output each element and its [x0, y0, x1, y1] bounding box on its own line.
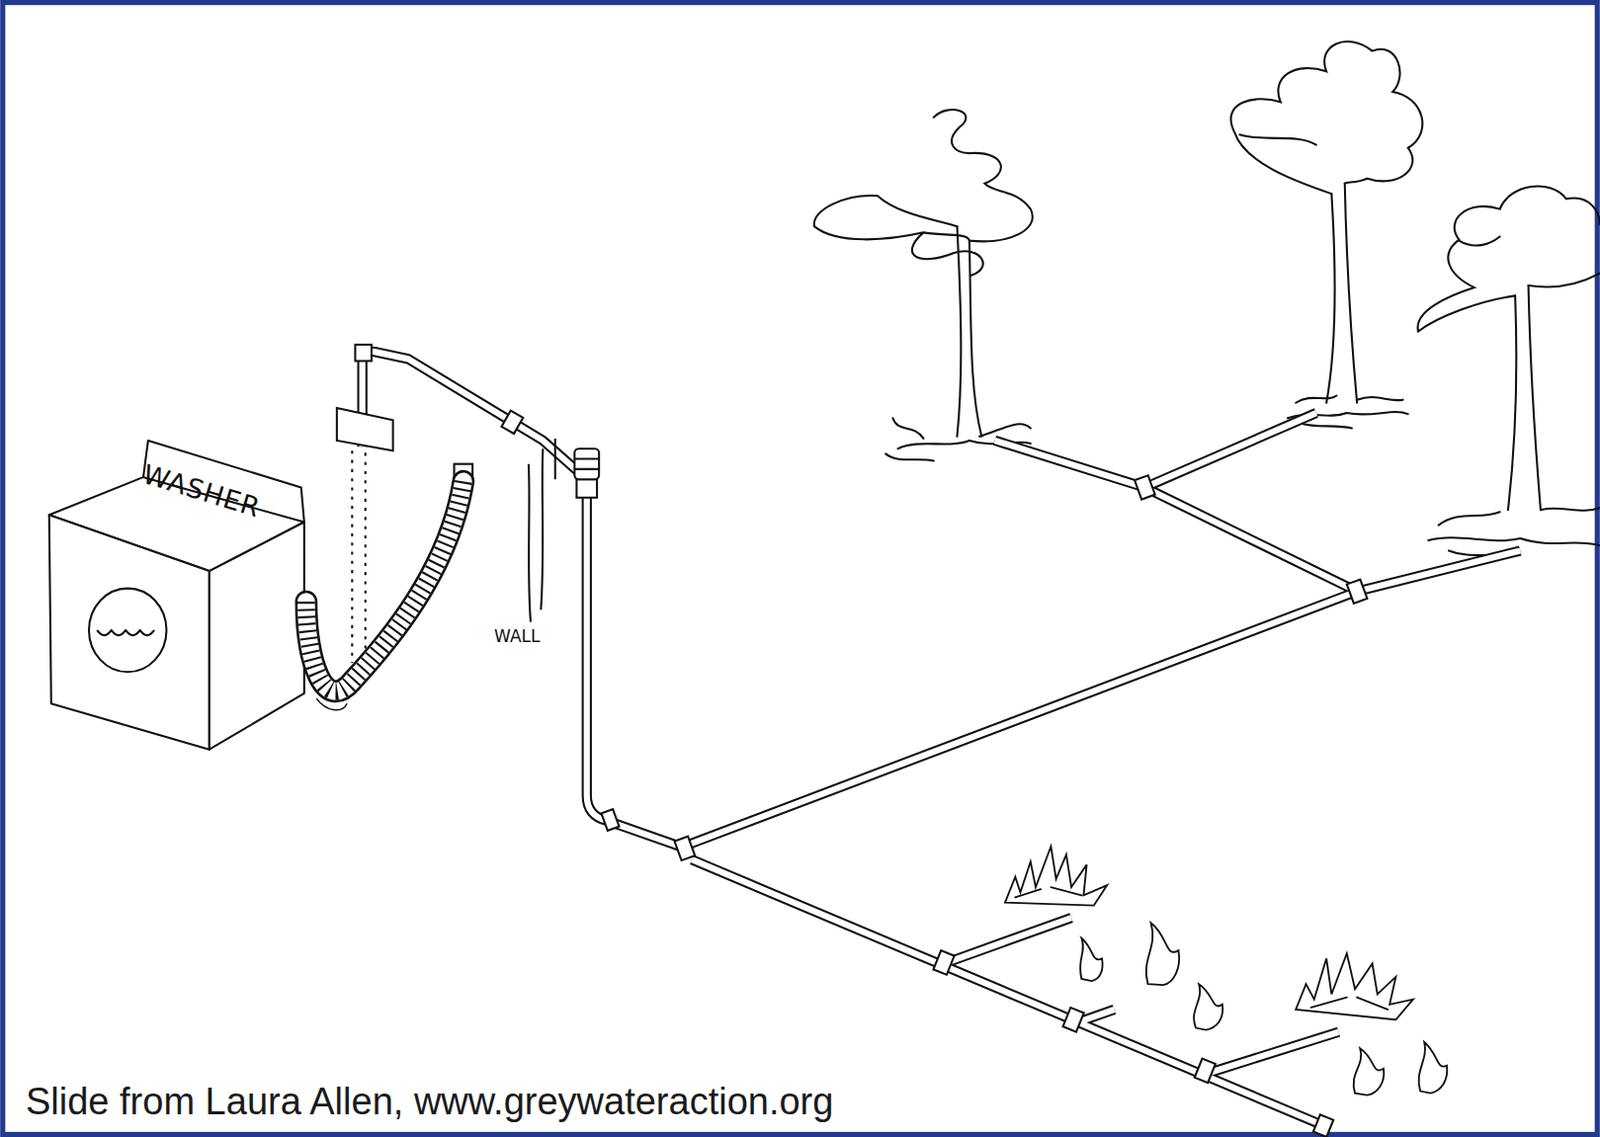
tree-trunk: [1326, 193, 1336, 404]
tee-fitting: [674, 837, 696, 861]
mulch: [1287, 396, 1409, 429]
tree-trunk: [956, 226, 961, 437]
washer-door: [88, 589, 167, 674]
hose-corrugation: [306, 481, 464, 692]
flame-plant: [1353, 1048, 1385, 1095]
hose-outline: [306, 481, 464, 692]
flame-plant: [1080, 938, 1103, 982]
slide-caption: Slide from Laura Allen, www.greywateract…: [25, 1081, 834, 1124]
wall-label: WALL: [494, 626, 540, 647]
washing-machine: [49, 440, 305, 751]
flame-plant: [1146, 923, 1179, 986]
coupling: [600, 809, 619, 832]
flame-plant: [1193, 984, 1223, 1030]
tee-fitting: [1347, 580, 1368, 604]
coupling: [501, 411, 523, 434]
tee-fitting: [1194, 1059, 1216, 1085]
valve-bands: [574, 459, 599, 470]
shrub: [1295, 953, 1414, 1020]
washer-side: [209, 522, 305, 751]
wall-box: [336, 408, 394, 451]
pipe-inner: [362, 351, 1521, 1128]
tree: [814, 41, 1600, 558]
elbow-fitting: [354, 344, 372, 362]
plants: [1005, 846, 1447, 1096]
hidden-drain: [351, 450, 365, 664]
tee-fitting: [1134, 475, 1156, 500]
mulch: [885, 418, 1031, 461]
hose-inner: [306, 481, 464, 692]
tree-canopy: [1231, 41, 1424, 194]
tee-fitting: [932, 950, 954, 976]
flame-plant: [1419, 1042, 1448, 1095]
tree-canopy: [814, 109, 1033, 276]
washer-front: [49, 514, 210, 750]
tee-fitting: [576, 479, 597, 499]
shrub: [1005, 846, 1107, 907]
hose-shadow: [316, 698, 347, 711]
tree-canopy: [1418, 186, 1600, 333]
tree-trunk: [1345, 183, 1357, 404]
wall-lines: [528, 438, 556, 623]
tree-trunk: [1508, 295, 1516, 510]
end-cap: [1313, 1114, 1334, 1137]
machine-label: WASHER: [139, 458, 265, 524]
pipe-fittings: [354, 344, 1367, 1137]
air-vent-valve: [574, 448, 599, 480]
water-wave: [96, 630, 155, 636]
tee-fitting: [1063, 1008, 1085, 1033]
pipe-outline: [362, 351, 1521, 1128]
tree-trunk: [1528, 285, 1541, 510]
washer-box: WASHER: [49, 438, 305, 752]
